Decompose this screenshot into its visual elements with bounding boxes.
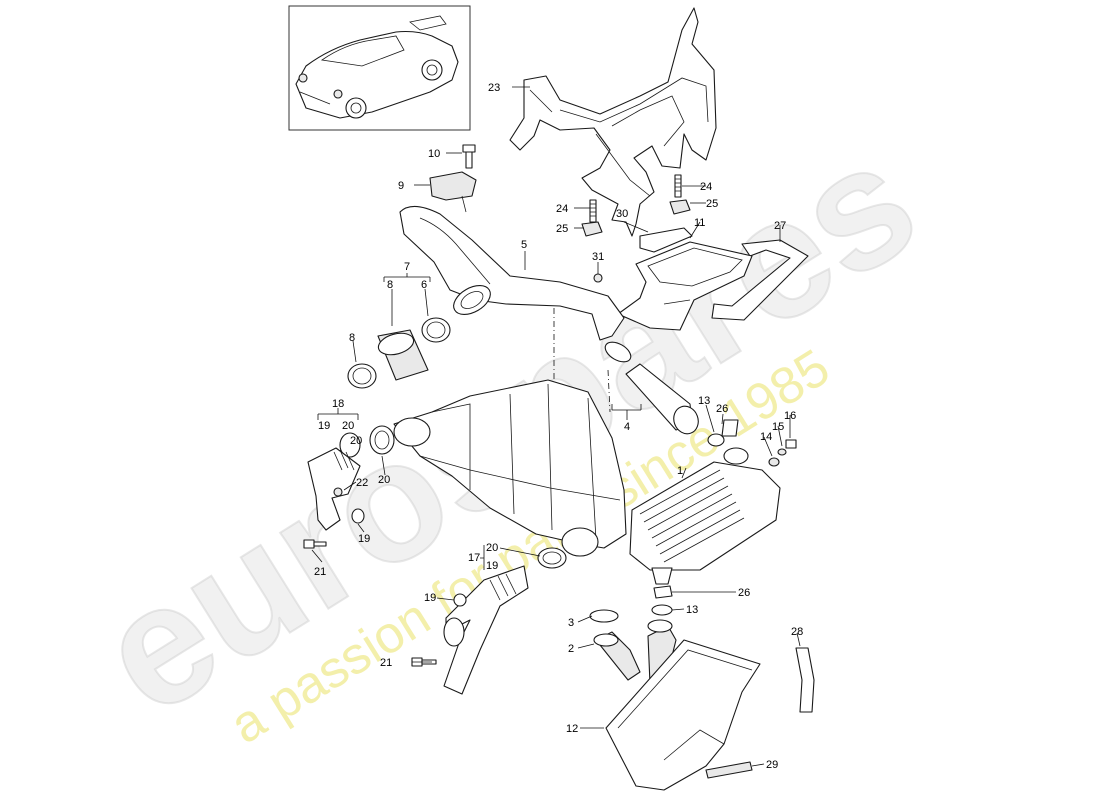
callout-13-upper: 13 xyxy=(698,395,710,407)
part-17-hose xyxy=(443,565,529,695)
callout-18: 18 xyxy=(332,398,344,410)
callout-30: 30 xyxy=(616,208,628,220)
callout-10: 10 xyxy=(428,148,440,160)
callout-29: 29 xyxy=(766,759,778,771)
part-13-oring-upper xyxy=(707,433,725,447)
part-10-screw xyxy=(462,144,476,169)
callout-22: 22 xyxy=(356,477,368,489)
callout-28: 28 xyxy=(791,626,803,638)
part-5-crossover-pipe xyxy=(399,205,625,494)
part-24-bolt-upper xyxy=(674,174,682,198)
part-19-oring-lower xyxy=(453,593,467,607)
callout-14: 14 xyxy=(760,431,772,443)
callout-20-b: 20 xyxy=(378,474,390,486)
vehicle-thumbnail xyxy=(288,5,471,131)
intake-manifold xyxy=(393,379,627,557)
part-6-clamp xyxy=(421,317,451,343)
part-13-oring-lower xyxy=(651,604,673,616)
callout-20-c: 20 xyxy=(486,542,498,554)
callout-21-b: 21 xyxy=(380,657,392,669)
callout-19-b: 19 xyxy=(358,533,370,545)
part-31-nut xyxy=(593,273,603,283)
part-8-coupler xyxy=(377,329,429,381)
part-8-clamp-upper xyxy=(347,363,377,389)
callout-5: 5 xyxy=(521,239,527,251)
callout-15: 15 xyxy=(772,421,784,433)
callout-12: 12 xyxy=(566,723,578,735)
part-24-bolt-lower xyxy=(589,199,597,223)
callout-4: 4 xyxy=(624,421,630,433)
part-26-clip-lower xyxy=(653,585,673,599)
part-26-clip-upper xyxy=(721,419,739,437)
callout-21-a: 21 xyxy=(314,566,326,578)
part-15-nut xyxy=(777,448,787,456)
callout-26-lower: 26 xyxy=(738,587,750,599)
part-20-clamp-a xyxy=(369,425,395,455)
callout-26-upper: 26 xyxy=(716,403,728,415)
callout-3: 3 xyxy=(568,617,574,629)
callout-8-lower: 8 xyxy=(349,332,355,344)
part-2-pipe xyxy=(593,619,677,685)
callout-8-upper: 8 xyxy=(387,279,393,291)
callout-16: 16 xyxy=(784,410,796,422)
callout-25-upper: 25 xyxy=(706,198,718,210)
callout-labels: 1 2 3 4 5 6 7 8 8 9 10 11 12 13 13 14 15… xyxy=(314,82,803,771)
part-20-clamp-c xyxy=(537,547,567,569)
part-25-clip-upper xyxy=(669,199,691,215)
callout-2: 2 xyxy=(568,643,574,655)
part-4-hose xyxy=(604,341,699,435)
part-20-clamp-b xyxy=(339,432,361,458)
part-23-bracket xyxy=(509,7,717,237)
part-14-washer xyxy=(768,457,780,467)
callout-11: 11 xyxy=(694,217,705,229)
part-1-intercooler xyxy=(629,447,781,585)
part-22-screw xyxy=(333,487,343,497)
callout-6: 6 xyxy=(421,279,427,291)
part-29-strip xyxy=(705,761,753,779)
part-18-hose xyxy=(307,447,361,531)
callout-25-lower: 25 xyxy=(556,223,568,235)
part-21-bolt-left xyxy=(303,539,327,549)
sports-car-icon xyxy=(295,15,459,119)
part-25-clip-lower xyxy=(581,221,603,237)
part-11-air-duct xyxy=(617,241,753,331)
part-28-seal xyxy=(795,647,815,713)
part-3-clamp xyxy=(589,609,619,623)
callout-19-c: 19 xyxy=(486,560,498,572)
callout-7: 7 xyxy=(404,261,410,273)
part-16-clip xyxy=(785,439,797,449)
part-9-sensor xyxy=(429,171,477,213)
callout-19-a: 19 xyxy=(318,420,330,432)
leader-lines xyxy=(311,86,801,767)
callout-20-d: 20 xyxy=(350,435,362,447)
callout-20-a: 20 xyxy=(342,420,354,432)
part-12-air-duct xyxy=(605,639,761,791)
callout-27: 27 xyxy=(774,220,786,232)
callout-13-lower: 13 xyxy=(686,604,698,616)
callout-19-d: 19 xyxy=(424,592,436,604)
callout-23: 23 xyxy=(488,82,500,94)
part-30-seal xyxy=(639,227,693,253)
callout-1: 1 xyxy=(677,465,683,477)
callout-31: 31 xyxy=(592,251,604,263)
part-27-gasket xyxy=(711,239,809,321)
callout-17: 17 xyxy=(468,552,480,564)
part-19-oring-left xyxy=(351,508,365,524)
callout-24-upper: 24 xyxy=(700,181,712,193)
callout-9: 9 xyxy=(398,180,404,192)
callout-24-lower: 24 xyxy=(556,203,568,215)
